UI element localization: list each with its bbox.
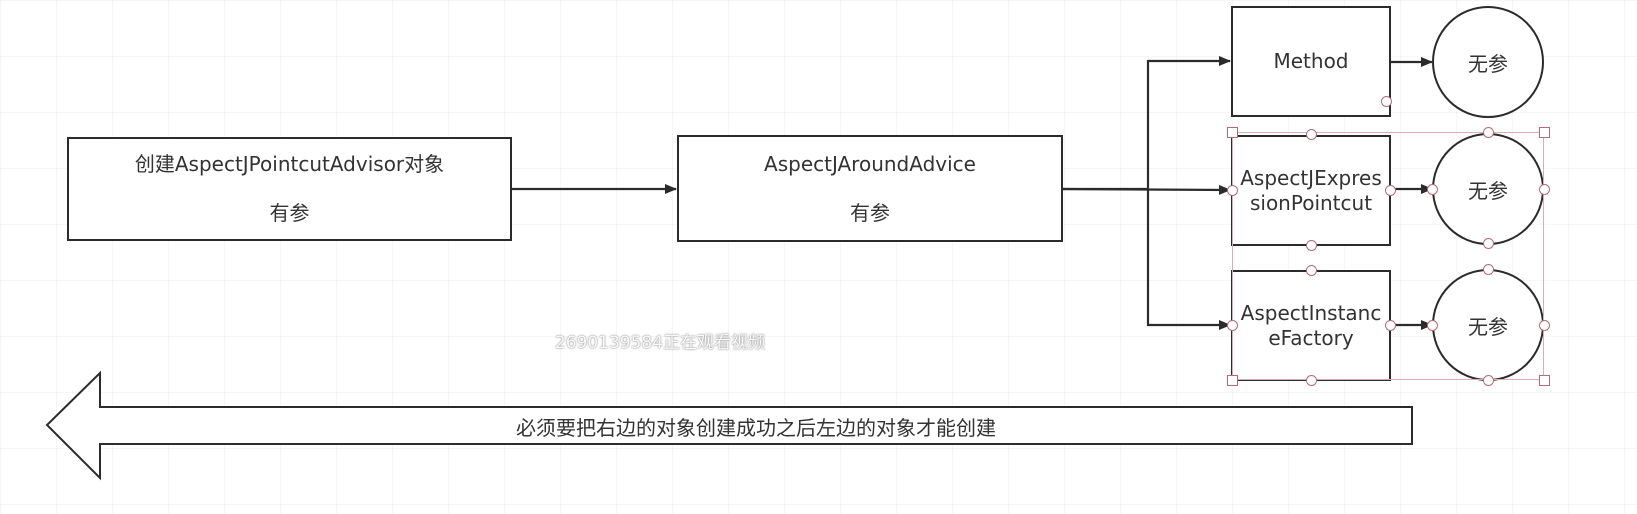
connection-handle[interactable] [1539,184,1550,195]
connector-around-advice-to-method[interactable] [1062,56,1231,191]
no-arg-circle-2[interactable]: 无参 [1432,133,1544,245]
connection-handle[interactable] [1306,129,1317,140]
connection-handle[interactable] [1227,320,1238,331]
advisor-node-title: 创建AspectJPointcutAdvisor对象 [134,152,445,176]
connection-handle[interactable] [1381,96,1392,107]
no-arg-circle-3[interactable]: 无参 [1432,269,1544,381]
around-advice-node[interactable]: AspectJAroundAdvice 有参 [677,135,1063,242]
no-arg-circle-1[interactable]: 无参 [1432,6,1544,118]
advisor-node-subtitle: 有参 [269,201,310,225]
no-arg-circle-2-label: 无参 [1468,178,1508,203]
connection-handle[interactable] [1483,375,1494,386]
no-arg-circle-1-label: 无参 [1468,51,1508,76]
connection-handle[interactable] [1483,238,1494,249]
method-node-label: Method [1273,49,1349,73]
resize-handle-bottom-left[interactable] [1227,375,1238,386]
connection-handle[interactable] [1483,264,1494,275]
connection-handle[interactable] [1483,127,1494,138]
resize-handle-top-left[interactable] [1227,127,1238,138]
connection-handle[interactable] [1539,320,1550,331]
big-left-arrow[interactable] [45,370,1413,481]
connection-handle[interactable] [1427,320,1438,331]
pointcut-node[interactable]: AspectJExpressionPointcut [1231,135,1391,246]
connection-handle[interactable] [1306,265,1317,276]
connection-handle[interactable] [1306,240,1317,251]
video-watermark: 2690139584正在观看视频 [554,332,766,353]
pointcut-node-label: AspectJExpressionPointcut [1240,165,1382,215]
connection-handle[interactable] [1227,185,1238,196]
method-node[interactable]: Method [1231,6,1391,117]
factory-node-label: AspectInstanceFactory [1240,300,1382,350]
around-advice-node-title: AspectJAroundAdvice [764,151,976,176]
big-arrow-label: 必须要把右边的对象创建成功之后左边的对象才能创建 [516,415,996,440]
advisor-node[interactable]: 创建AspectJPointcutAdvisor对象 有参 [67,137,512,241]
resize-handle-bottom-right[interactable] [1539,375,1550,386]
factory-node[interactable]: AspectInstanceFactory [1231,270,1391,381]
connector-around-advice-to-pointcut[interactable] [1061,184,1231,195]
no-arg-circle-3-label: 无参 [1468,314,1508,339]
connection-handle[interactable] [1385,185,1396,196]
around-advice-node-subtitle: 有参 [850,200,890,225]
connection-handle[interactable] [1306,375,1317,386]
connection-handle[interactable] [1385,320,1396,331]
resize-handle-top-right[interactable] [1539,127,1550,138]
connector-around-advice-to-factory[interactable] [1146,189,1231,330]
connection-handle[interactable] [1427,184,1438,195]
